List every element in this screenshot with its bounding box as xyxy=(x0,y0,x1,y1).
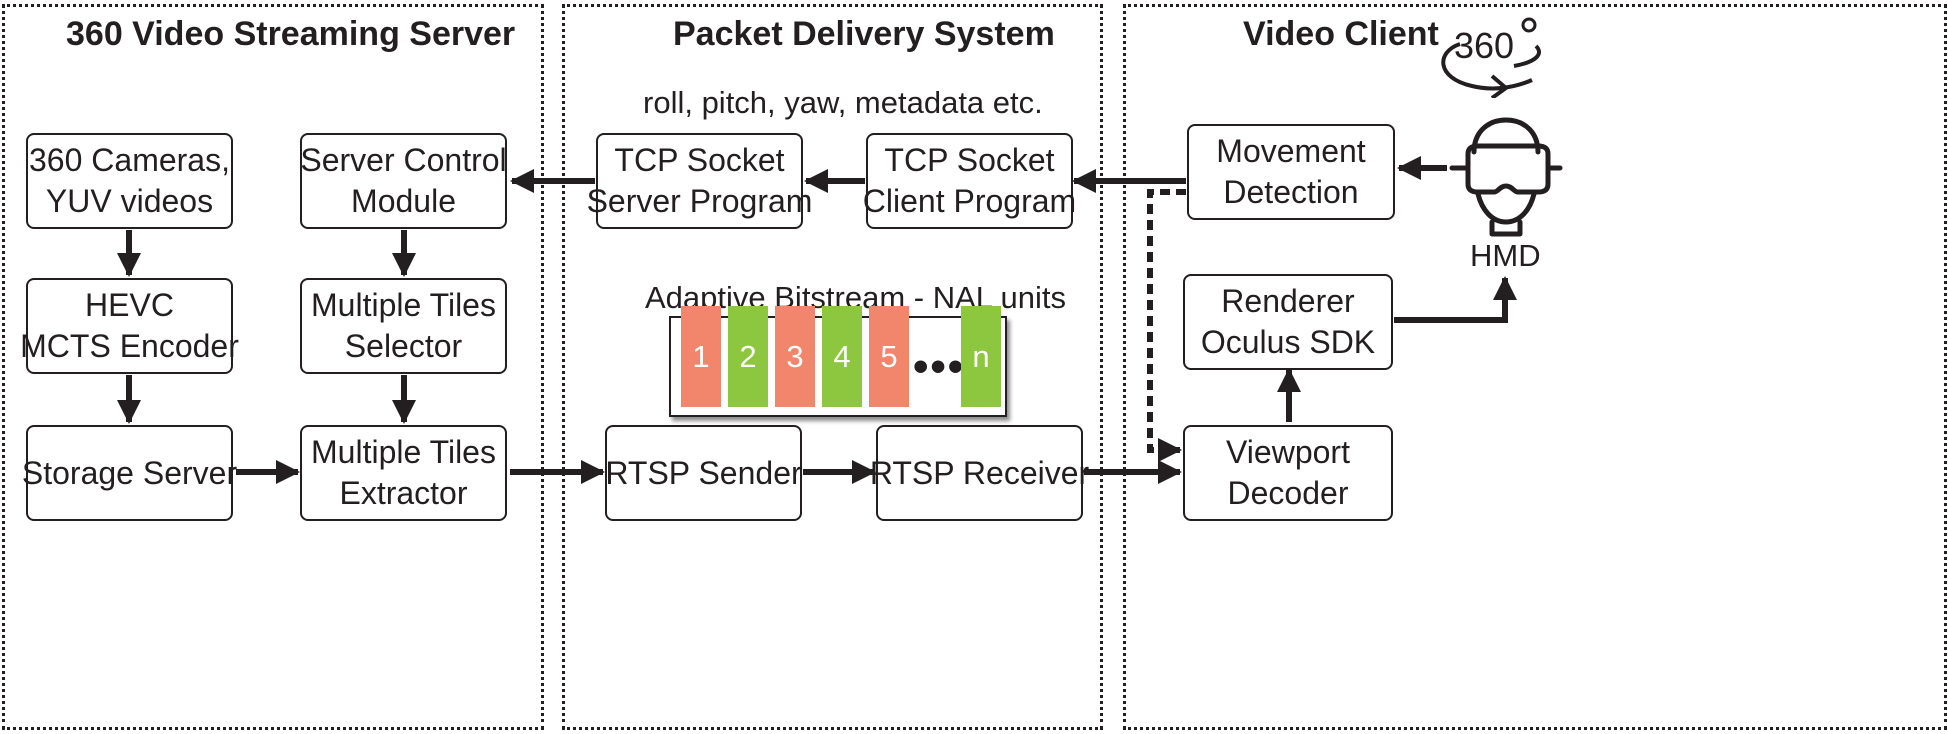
cameras-box: 360 Cameras, YUV videos xyxy=(26,133,233,229)
box-label: 360 Cameras, YUV videos xyxy=(29,140,230,222)
box-label: Storage Server xyxy=(22,453,237,494)
client-panel xyxy=(1123,4,1947,730)
box-label-line: Storage Server xyxy=(21,454,238,491)
delivery-panel-title: Packet Delivery System xyxy=(673,15,1055,53)
box-label-line: Selector xyxy=(344,328,463,364)
box-label-line: 360 Cameras, xyxy=(29,142,230,179)
box-label-line: TCP Socket xyxy=(614,142,785,179)
box-label: RTSP Sender xyxy=(605,453,801,494)
box-label: RTSP Receiver xyxy=(870,453,1089,494)
box-label-line: TCP Socket xyxy=(884,142,1055,179)
nal-unit: 2 xyxy=(728,306,768,407)
box-label-line: Multiple Tiles xyxy=(311,434,496,471)
rtsp-sender-box: RTSP Sender xyxy=(605,425,802,521)
box-label-line: Movement xyxy=(1216,133,1366,170)
delivery-panel xyxy=(562,4,1103,730)
360-rotation-icon: 360 xyxy=(1432,6,1547,100)
box-label-line: RTSP Receiver xyxy=(869,454,1090,491)
hmd-label: HMD xyxy=(1470,238,1541,273)
box-label-line: HEVC xyxy=(85,287,174,324)
box-label-line: Viewport xyxy=(1226,434,1350,471)
box-label-line: Oculus SDK xyxy=(1200,324,1376,360)
arrow-movement-to-decoder-dashed xyxy=(1147,189,1186,462)
server-panel-title: 360 Video Streaming Server xyxy=(66,15,516,53)
nal-unit: 4 xyxy=(822,306,862,407)
storage-server-box: Storage Server xyxy=(22,425,237,521)
box-label-line: Renderer xyxy=(1221,283,1355,320)
nal-unit: 3 xyxy=(775,306,815,407)
arrow-renderer-to-hmd xyxy=(1394,276,1517,323)
box-label-line: Client Program xyxy=(862,183,1077,219)
nal-unit: n xyxy=(961,306,1001,407)
nal-ellipsis: ••• xyxy=(913,342,966,391)
server-panel xyxy=(2,4,544,730)
rtsp-receiver-box: RTSP Receiver xyxy=(870,425,1089,521)
box-label-line: Extractor xyxy=(339,475,468,511)
vr-headset-user-icon xyxy=(1448,110,1564,240)
box-label-line: Module xyxy=(351,183,456,219)
box-label-line: Detection xyxy=(1223,174,1359,210)
box-label-line: Decoder xyxy=(1227,475,1349,511)
box-label-line: YUV videos xyxy=(45,183,214,219)
nal-unit: 1 xyxy=(681,306,721,407)
box-label-line: Multiple Tiles xyxy=(311,287,496,324)
encoder-box: HEVC MCTS Encoder xyxy=(20,278,239,374)
360-icon-text: 360 xyxy=(1454,25,1514,66)
client-panel-title: Video Client xyxy=(1243,15,1439,53)
box-label-line: Server Control xyxy=(300,142,507,179)
box-label-line: RTSP Sender xyxy=(605,454,802,491)
box-label-line: Server Program xyxy=(586,183,813,219)
metadata-label: roll, pitch, yaw, metadata etc. xyxy=(643,85,1043,120)
box-label: HEVC MCTS Encoder xyxy=(20,285,239,367)
nal-unit: 5 xyxy=(869,306,909,407)
box-label-line: MCTS Encoder xyxy=(20,328,239,364)
